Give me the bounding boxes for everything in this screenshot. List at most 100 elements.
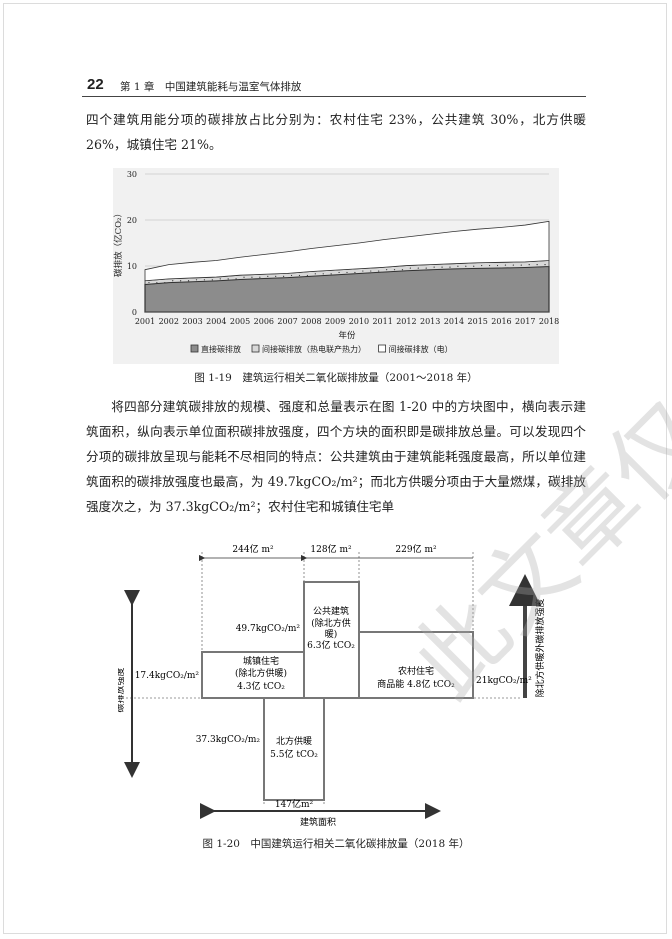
x-axis-label: 年份	[338, 330, 356, 341]
x-tick-label: 2004	[206, 317, 226, 326]
x-tick-label: 2009	[325, 317, 345, 326]
area-texture-dot	[243, 276, 245, 278]
area-texture-dot	[354, 271, 356, 274]
area-texture-dot	[267, 275, 269, 277]
area-texture-dot	[504, 264, 507, 266]
y-tick-label: 30	[127, 170, 137, 179]
area-texture-dot	[172, 280, 174, 282]
urban-line2: (除北方供暖)	[235, 667, 287, 679]
figure-1-19-caption: 图 1-19 建筑运行相关二氧化碳排放量（2001～2018 年）	[194, 372, 478, 384]
block-northern-heating	[263, 697, 325, 801]
x-tick-label: 2003	[182, 317, 202, 326]
area-texture-dot	[465, 265, 467, 267]
area-texture-dot	[298, 274, 301, 277]
x-tick-label: 2017	[515, 317, 535, 326]
figure-1-20-caption: 图 1-20 中国建筑运行相关二氧化碳排放量（2018 年）	[202, 838, 470, 850]
heating-area-label: 147亿m²	[275, 798, 314, 810]
x-tick-label: 2007	[277, 317, 297, 326]
chapter-title: 第 1 章 中国建筑能耗与温室气体排放	[120, 81, 302, 93]
y-tick-label: 20	[127, 216, 137, 225]
page-number: 22	[87, 76, 104, 93]
width-label-rural: 229亿 m²	[395, 543, 437, 555]
area-texture-dot	[275, 275, 277, 277]
area-texture-dot	[259, 276, 261, 278]
area-texture-dot	[409, 267, 411, 269]
area-texture-dot	[203, 279, 206, 281]
area-texture-dot	[227, 278, 229, 280]
area-texture-dot	[314, 273, 316, 275]
area-texture-dot	[417, 267, 419, 269]
area-texture-dot	[512, 264, 514, 266]
area-texture-dot	[187, 280, 190, 282]
heating-line1: 北方供暖	[276, 735, 312, 747]
area-texture-dot	[283, 275, 285, 277]
area-texture-dot	[441, 266, 443, 268]
block-diagram-svg: 244亿 m² 128亿 m² 229亿 m² 碳排放强度 除北方供暖外碳排放强…	[114, 543, 546, 828]
block-diagram-1-20: 244亿 m² 128亿 m² 229亿 m² 碳排放强度 除北方供暖外碳排放强…	[114, 540, 558, 834]
x-tick-label: 2006	[254, 317, 274, 326]
y-tick-label: 0	[132, 308, 137, 317]
area-texture-dot	[180, 280, 182, 282]
heating-intensity: 37.3kgCO₂/m₂	[196, 735, 261, 745]
legend-label-1: 间接碳排放（热电联产热力）	[262, 344, 366, 354]
area-texture-dot	[544, 264, 546, 266]
urban-total: 4.3亿 tCO₂	[237, 680, 285, 692]
public-line3: 暖)	[325, 628, 338, 640]
area-texture-dot	[473, 265, 475, 267]
area-texture-dot	[330, 273, 332, 275]
page-border	[3, 3, 667, 934]
area-texture-dot	[386, 269, 388, 271]
area-texture-dot	[306, 274, 308, 277]
area-texture-dot	[290, 274, 293, 277]
legend-swatch-0	[190, 344, 199, 353]
x-tick-label: 2018	[539, 317, 559, 326]
area-texture-dot	[148, 281, 150, 284]
block-rural-residential	[358, 631, 474, 699]
x-tick-label: 2010	[349, 317, 369, 326]
x-tick-label: 2002	[159, 317, 179, 326]
area-texture-dot	[528, 264, 530, 266]
block-public-building	[303, 581, 360, 699]
public-line2: (除北方供	[311, 617, 351, 629]
area-texture-dot	[235, 278, 237, 280]
x-tick-label: 2012	[396, 317, 416, 326]
legend-swatch-2	[378, 344, 387, 353]
x-tick-label: 2008	[301, 317, 321, 326]
area-texture-dot	[211, 279, 213, 281]
area-texture-dot	[378, 270, 380, 272]
legend-swatch-1	[251, 344, 260, 353]
x-tick-label: 2015	[468, 317, 488, 326]
area-texture-dot	[362, 270, 364, 272]
area-texture-dot	[322, 273, 324, 275]
bottom-axis-label: 建筑面积	[300, 816, 336, 828]
area-texture-dot	[481, 264, 483, 267]
area-series-2	[144, 220, 550, 282]
width-label-urban: 244亿 m²	[232, 543, 274, 555]
area-texture-dot	[219, 278, 221, 280]
area-texture-dot	[536, 264, 538, 266]
public-line1: 公共建筑	[313, 605, 349, 617]
x-tick-label: 2011	[372, 317, 392, 326]
left-axis-label: 碳排放强度	[118, 667, 126, 712]
urban-line1: 城镇住宅	[243, 655, 279, 667]
area-texture-dot	[156, 281, 158, 284]
area-texture-dot	[195, 279, 198, 281]
y-tick-label: 10	[127, 262, 137, 271]
rural-line2: 商品能 4.8亿 tCO₂	[377, 678, 455, 690]
area-texture-dot	[449, 266, 451, 268]
paragraph-1: 四个建筑用能分项的碳排放占比分别为：农村住宅 23%，公共建筑 30%，北方供暖…	[86, 112, 586, 152]
legend-label-0: 直接碳排放	[201, 344, 241, 354]
x-tick-label: 2016	[491, 317, 511, 326]
area-texture-dot	[457, 265, 459, 267]
urban-intensity: 17.4kgCO₂/m²	[135, 671, 200, 681]
area-texture-dot	[496, 264, 499, 267]
paragraph-2: 将四部分建筑碳排放的规模、强度和总量表示在图 1-20 中的方块图中，横向表示建…	[86, 399, 586, 514]
area-texture-dot	[370, 270, 372, 272]
public-total: 6.3亿 tCO₂	[307, 639, 355, 651]
area-texture-dot	[520, 264, 522, 266]
area-texture-dot	[393, 269, 396, 271]
area-texture-dot	[346, 271, 348, 274]
x-tick-label: 2014	[444, 317, 464, 326]
